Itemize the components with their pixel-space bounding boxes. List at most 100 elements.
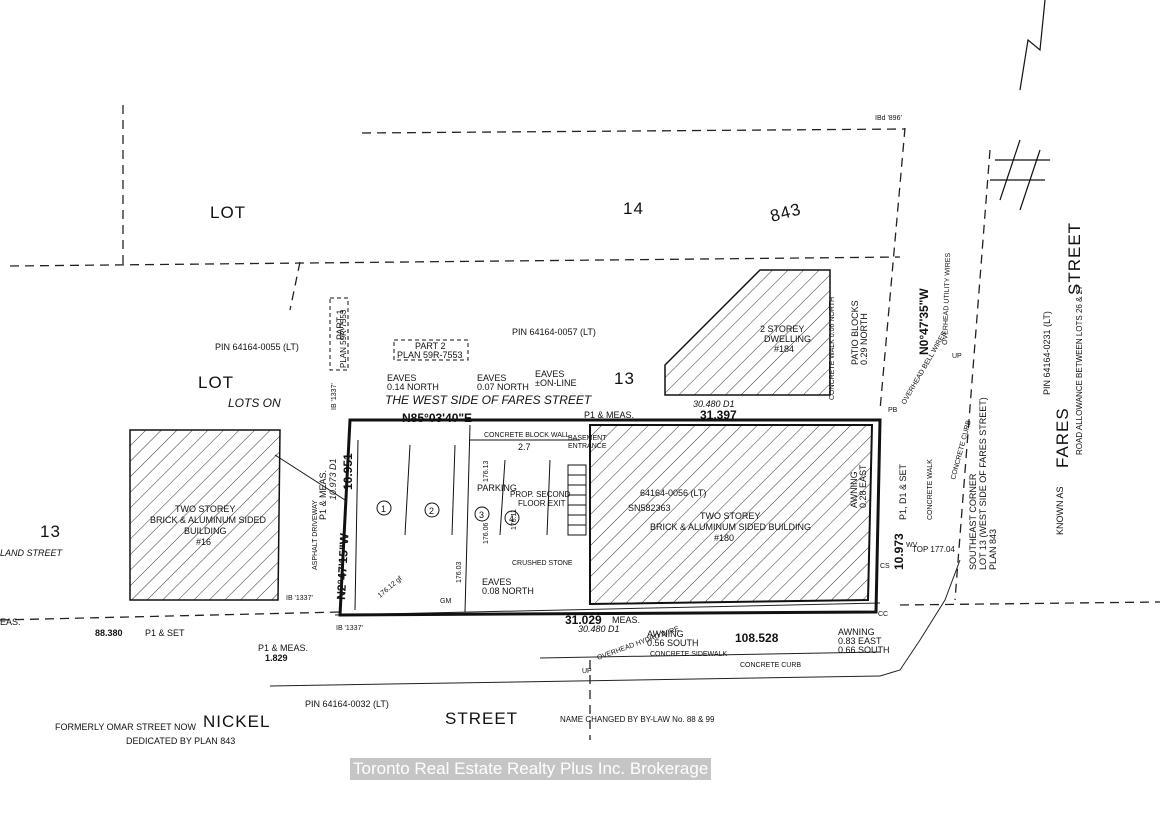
part1-box — [329, 297, 349, 371]
corner-1: SOUTHEAST CORNER — [968, 473, 978, 570]
dist-p1d1set: P1, D1 & SET — [898, 463, 908, 520]
lots-on-label: LOTS ON — [228, 396, 281, 410]
exit-b: FLOOR EXIT — [518, 499, 566, 508]
lot-14-number: 14 — [623, 199, 644, 218]
nickel-prefix: FORMERLY OMAR STREET NOW — [55, 722, 197, 732]
ib-1: IB '1337' — [286, 595, 313, 602]
land-street: LAND STREET — [0, 548, 64, 558]
wv-label: WV — [906, 542, 918, 549]
building-16 — [129, 429, 281, 601]
property-boundary — [338, 418, 882, 617]
awning-2-a: AWNING — [838, 627, 875, 637]
fares-street-word: STREET — [1065, 222, 1084, 295]
eaves-1-b: 0.14 NORTH — [387, 382, 439, 392]
bearing-west: N2°47'15"W — [334, 532, 352, 600]
nickel-street-word: STREET — [445, 709, 518, 728]
lot-lines — [0, 105, 1161, 740]
parking-number-2: 2 — [429, 506, 434, 516]
corner-2: LOT 13 (WEST SIDE OF FARES STREET) — [978, 397, 988, 570]
sn-number: SN582363 — [628, 503, 671, 513]
b184-l1: 2 STOREY — [760, 324, 804, 334]
dist-p1meas-bot: P1 & MEAS. — [258, 643, 308, 653]
awning-1-b: 0.56 SOUTH — [647, 638, 699, 648]
ib-3: IB '1337' — [331, 383, 338, 410]
watermark: Toronto Real Estate Realty Plus Inc. Bro… — [350, 758, 712, 780]
concrete-curb-right: CONCRETE CURB — [950, 419, 973, 480]
spot-2: 176.11 — [511, 509, 518, 530]
dist-27: 2.7 — [518, 442, 531, 452]
road-allowance: ROAD ALLOWANCE BETWEEN LOTS 26 & 27 — [1075, 285, 1084, 455]
dist-108528: 108.528 — [735, 631, 779, 645]
left-lot-13: 13 — [40, 522, 61, 541]
cc-label: CC — [878, 611, 888, 618]
eaves-2-a: EAVES — [477, 373, 506, 383]
dist-p1meas-left: P1 & MEAS. — [318, 470, 328, 520]
dist-meas-left: EAS. — [0, 617, 21, 627]
concrete-walk-right: CONCRETE WALK — [927, 459, 934, 520]
concrete-walk-north: CONCRETE WALK 0.06 NORTH — [829, 297, 836, 400]
parking-label: PARKING — [477, 483, 517, 493]
dist-10973-left: 10.973 D1 — [328, 458, 338, 500]
overhead-utility: OVERHEAD UTILITY WIRES — [942, 252, 952, 345]
spot-4: 176.03 — [456, 561, 463, 583]
eaves-2-b: 0.07 NORTH — [477, 382, 529, 392]
top-label: TOP 177.04 — [912, 545, 955, 554]
awning-3-b: 0.28 EAST — [858, 464, 868, 508]
lot-13-number: 13 — [614, 369, 635, 388]
parking-number-1: 1 — [381, 504, 386, 514]
pb-label: PB — [888, 407, 898, 414]
basement-stairs — [567, 464, 587, 536]
asphalt-driveway: ASPHALT DRIVEWAY — [312, 500, 319, 570]
dist-88380: 88.380 — [95, 628, 123, 638]
bearing-east: N0°47'35"W — [917, 288, 931, 355]
lot-14-word: LOT — [210, 203, 246, 222]
b16-l3: BUILDING — [184, 526, 227, 536]
pin-0056: 64164-0056 (LT) — [640, 488, 706, 498]
part-2-plan: PLAN 59R-7553 — [397, 350, 463, 360]
part-1-plan: PLAN 59R-7553 — [339, 309, 348, 368]
crushed-stone: CRUSHED STONE — [512, 560, 573, 567]
b16-l2: BRICK & ALUMINUM SIDED — [150, 515, 267, 525]
dist-p1meas-top: P1 & MEAS. — [584, 410, 634, 420]
parking-number-4: 4 — [509, 514, 514, 524]
part-2: PART 2 — [415, 341, 446, 351]
pin-0231: PIN 64164-0231 (LT) — [1042, 311, 1052, 395]
b180-l2: BRICK & ALUMINUM SIDED BUILDING — [650, 522, 811, 532]
dist-p1set: P1 & SET — [145, 628, 185, 638]
eaves-1-a: EAVES — [387, 373, 416, 383]
patio-a: PATIO BLOCKS — [850, 300, 860, 365]
spot-3: 176.06 — [483, 522, 490, 544]
b16-l4: #16 — [196, 537, 211, 547]
awning-2-c: 0.66 SOUTH — [838, 645, 890, 655]
street-lines — [269, 559, 961, 687]
ib-top: IBd '896' — [875, 115, 902, 122]
fares-street-name: FARES — [1053, 407, 1072, 468]
dist-1829: 1.829 — [265, 653, 288, 663]
street-break-symbol — [990, 0, 1050, 211]
dist-31397: 31.397 — [700, 408, 737, 422]
dist-30480-bot: 30.480 D1 — [578, 624, 620, 634]
corner-3: PLAN 843 — [988, 529, 998, 570]
up-1: UP — [582, 668, 592, 675]
leader-line — [274, 454, 346, 501]
spot-5: 176.12 gf — [377, 575, 404, 599]
b184-l2: DWELLING — [764, 334, 811, 344]
bearing-north: N85°03'40"E — [402, 411, 472, 425]
plan-843-label: 843 — [768, 199, 803, 225]
lot-13-word: LOT — [198, 373, 234, 392]
patio-b: 0.29 NORTH — [859, 313, 869, 365]
b16-l1: TWO STOREY — [175, 504, 235, 514]
ib-2: IB '1337' — [336, 625, 363, 632]
parking-numbers — [376, 500, 520, 526]
eaves-3-a: EAVES — [535, 369, 564, 379]
parking-stalls — [354, 424, 580, 613]
b184-l3: #184 — [774, 344, 794, 354]
concrete-sidewalk: CONCRETE SIDEWALK — [650, 651, 727, 658]
pin-0057: PIN 64164-0057 (LT) — [512, 327, 596, 337]
eaves-4-b: 0.08 NORTH — [482, 586, 534, 596]
awning-3-a: AWNING — [849, 471, 859, 508]
gm-label: GM — [440, 598, 451, 605]
concrete-block-wall: CONCRETE BLOCK WALL — [484, 432, 570, 439]
dist-meas: MEAS. — [612, 615, 640, 625]
